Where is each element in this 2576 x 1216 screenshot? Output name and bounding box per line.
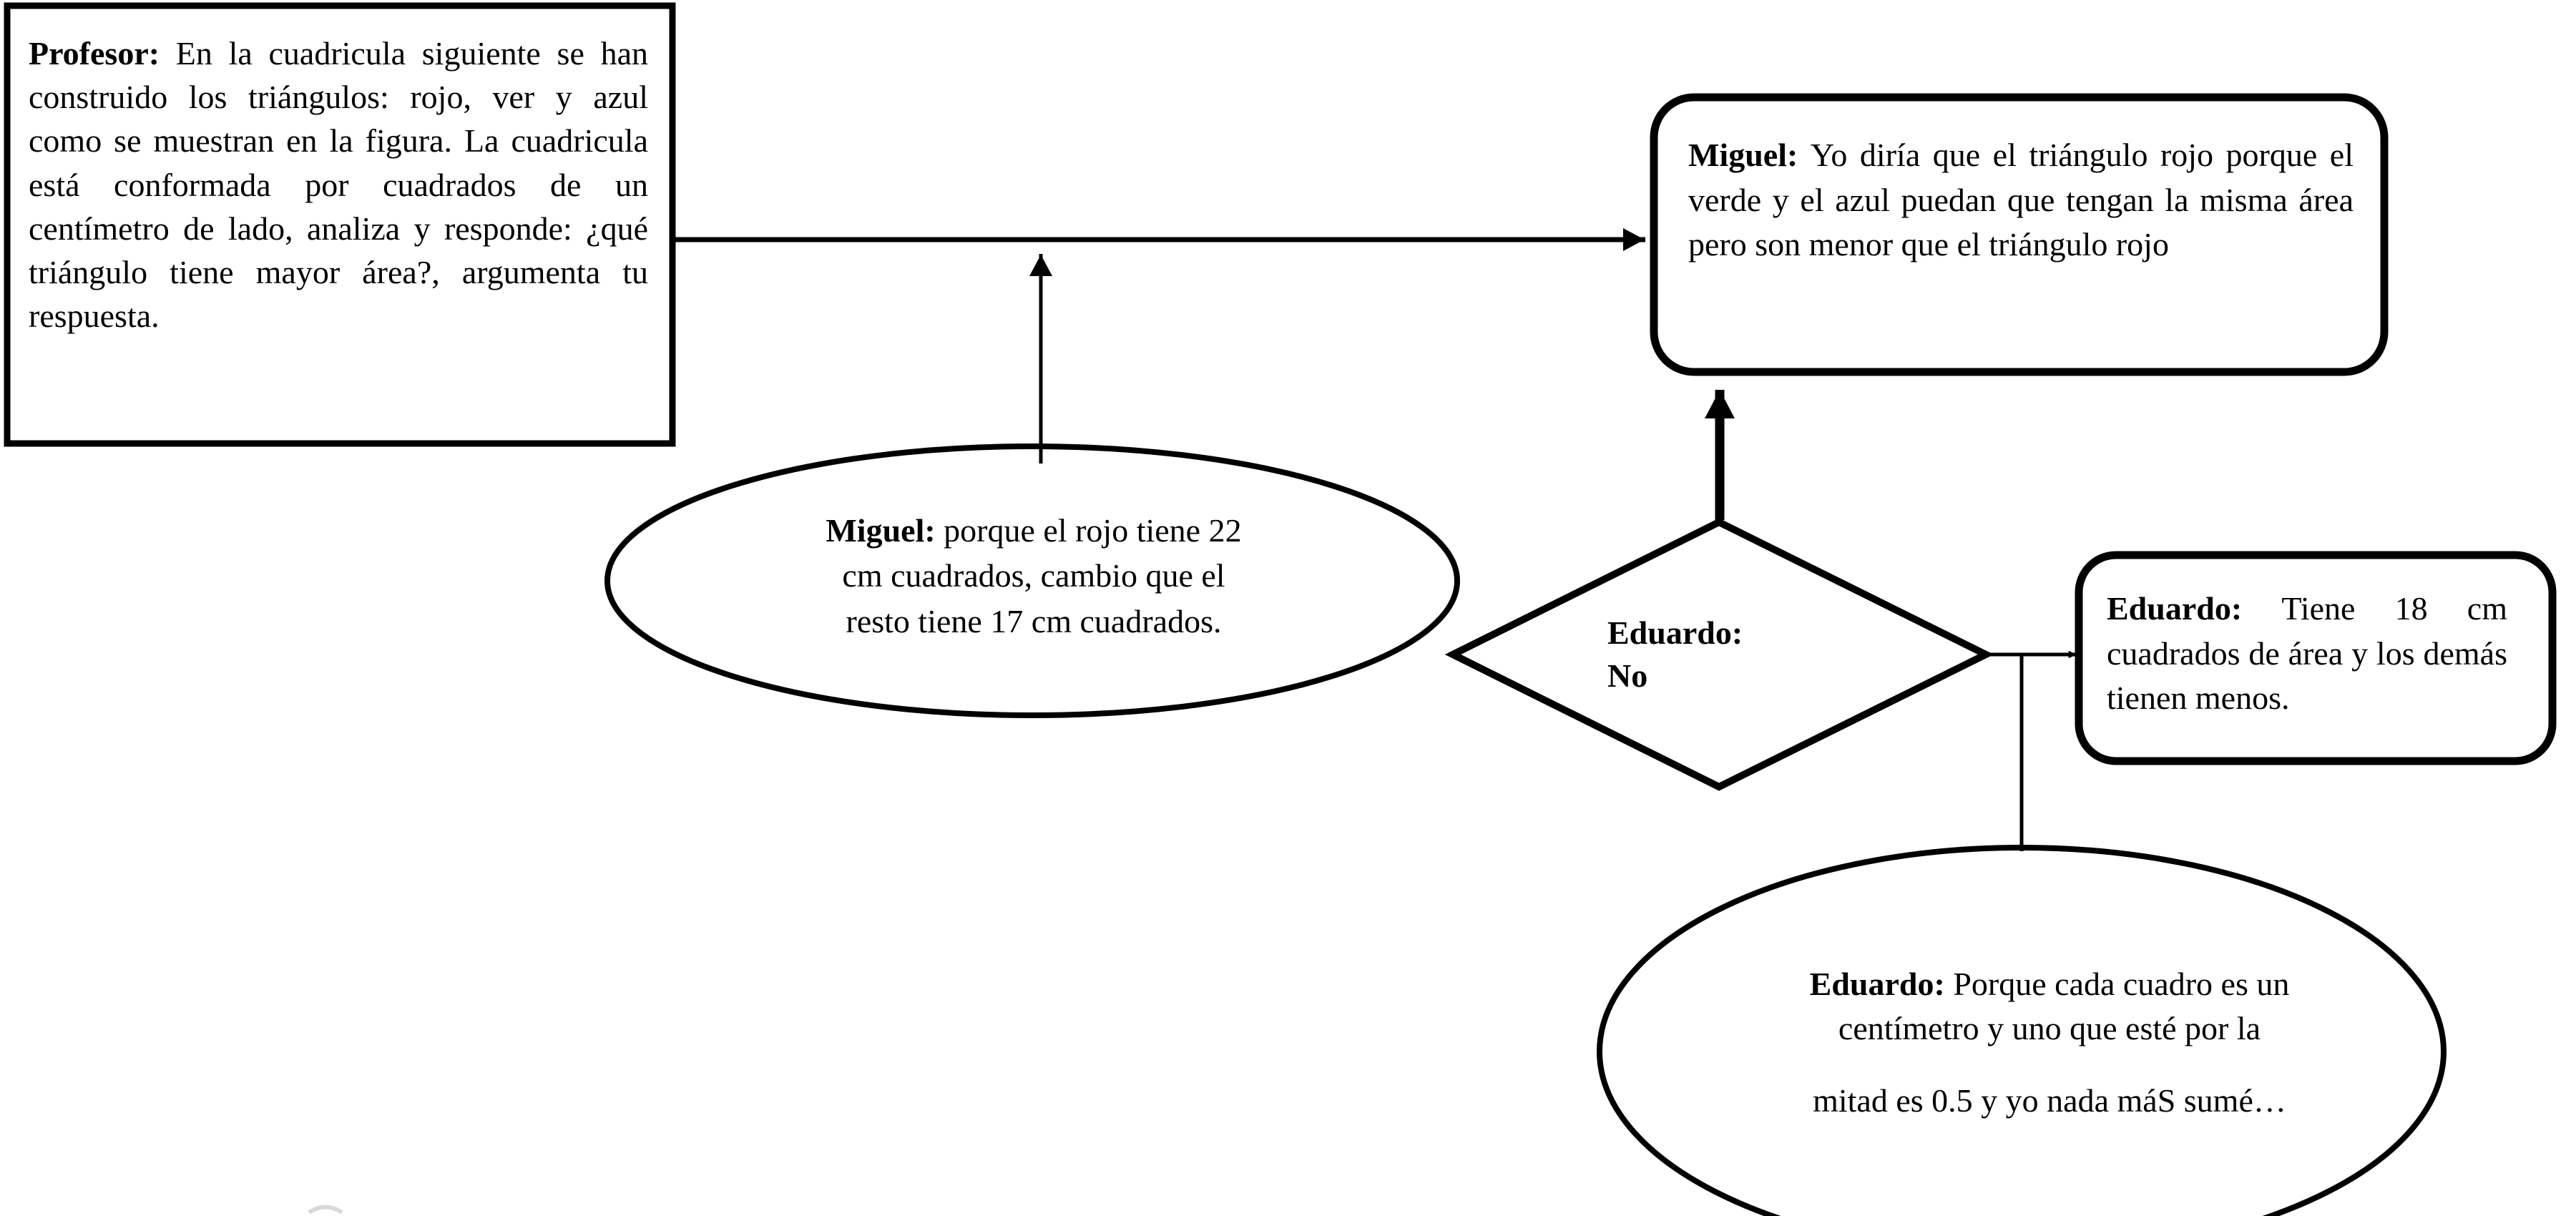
miguel-justification-text: Miguel: porque el rojo tiene 22 cm cuadr… (723, 508, 1345, 644)
miguel-justification-speaker-label: Miguel: (826, 512, 944, 549)
eduardo-decision-speaker-label: Eduardo: (1607, 614, 1743, 651)
professor-speaker-label: Profesor: (29, 35, 176, 72)
miguel-answer-speaker-label: Miguel: (1688, 137, 1811, 173)
miguel-justification-line-3: resto tiene 17 cm cuadrados. (846, 602, 1222, 639)
eduardo-justification-line-2: centímetro y uno que esté por la (1838, 1009, 2261, 1046)
eduardo-decision-answer: No (1607, 657, 1648, 694)
miguel-justification-line-1: porque el rojo tiene 22 (944, 512, 1242, 549)
eduardo-justification-line-3: mitad es 0.5 y yo nada máS sumé… (1813, 1082, 2286, 1119)
eduardo-answer-text: Eduardo: Tiene 18 cm cuadrados de área y… (2107, 587, 2507, 721)
miguel-answer-text: Miguel: Yo diría que el triángulo rojo p… (1688, 133, 2354, 268)
miguel-justification-line-2: cm cuadrados, cambio que el (842, 557, 1225, 594)
stray-arc-artifact (308, 1205, 343, 1215)
miguel-answer-body: Yo diría que el triángulo rojo porque el… (1688, 137, 2354, 263)
eduardo-justification-text: Eduardo: Porque cada cuadro es un centím… (1767, 962, 2332, 1123)
eduardo-decision-text: Eduardo: No (1607, 612, 1843, 697)
eduardo-answer-body: Tiene 18 cm cuadrados de área y los demá… (2107, 590, 2507, 717)
eduardo-answer-speaker-label: Eduardo: (2107, 590, 2282, 627)
professor-prompt-body: En la cuadricula siguiente se han constr… (29, 35, 649, 335)
professor-prompt-text: Profesor: En la cuadricula siguiente se … (29, 31, 648, 338)
eduardo-justification-speaker-label: Eduardo: (1809, 966, 1954, 1002)
eduardo-justification-line-1: Porque cada cuadro es un (1953, 966, 2290, 1002)
